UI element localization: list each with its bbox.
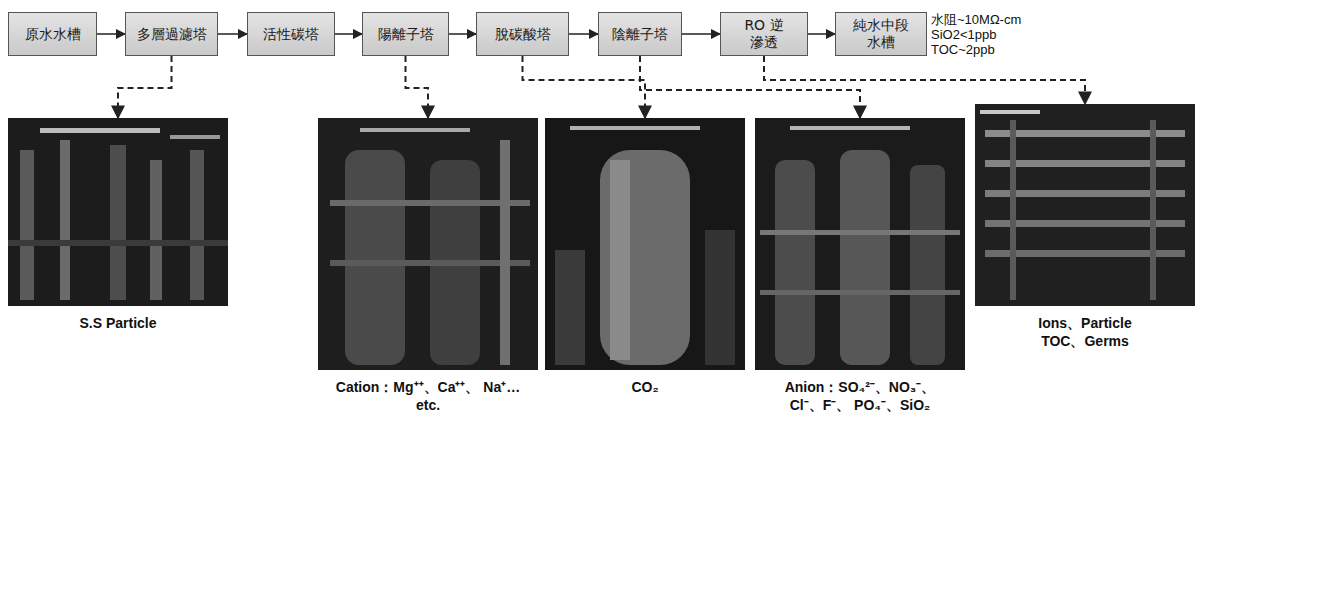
flow-arrow <box>449 33 476 35</box>
photo-ro-unit <box>975 104 1195 306</box>
photo-anion-tower <box>755 118 965 370</box>
process-box: 多層過濾塔 <box>125 12 218 56</box>
spec-note: 水阻~10MΩ-cm <box>931 12 1021 27</box>
box-label: 活性碳塔 <box>263 26 319 43</box>
process-box: RO 逆滲透 <box>720 12 808 56</box>
photo-cation-tower <box>318 118 538 370</box>
box-label: 脫碳酸塔 <box>495 26 551 43</box>
process-box: 陽離子塔 <box>362 12 449 56</box>
dashed-pointer <box>118 56 172 118</box>
photo-filter-tower <box>8 118 228 306</box>
equipment-photo: CO₂ <box>545 118 745 400</box>
spec-note: SiO2<1ppb <box>931 27 996 42</box>
photo-caption: Anion：SO₄²⁻、NO₃⁻、 Cl⁻、F⁻、 PO₄⁻、SiO₂ <box>770 378 950 414</box>
flow-arrow <box>335 33 362 35</box>
flow-arrow <box>218 33 247 35</box>
equipment-photo: Anion：SO₄²⁻、NO₃⁻、 Cl⁻、F⁻、 PO₄⁻、SiO₂ <box>755 118 965 418</box>
photo-decarbonator <box>545 118 745 370</box>
dashed-pointer <box>764 56 1085 104</box>
process-box: 活性碳塔 <box>247 12 335 56</box>
flow-arrow <box>808 33 835 35</box>
process-box: 純水中段 水槽 <box>835 12 927 56</box>
dashed-pointer <box>406 56 429 118</box>
box-label: 多層過濾塔 <box>137 26 207 43</box>
dashed-pointer <box>523 56 646 118</box>
equipment-photo: Cation：Mg⁺⁺、Ca⁺⁺、 Na⁺…etc. <box>318 118 538 418</box>
box-label: RO 逆滲透 <box>739 17 789 51</box>
flow-arrow <box>682 33 720 35</box>
box-label: 陰離子塔 <box>612 26 668 43</box>
box-label: 原水水槽 <box>25 26 81 43</box>
process-box: 陰離子塔 <box>598 12 682 56</box>
process-box: 原水水槽 <box>8 12 97 56</box>
box-label: 陽離子塔 <box>378 26 434 43</box>
spec-note: TOC~2ppb <box>931 42 995 57</box>
box-label: 純水中段 水槽 <box>850 17 912 51</box>
photo-caption: S.S Particle <box>78 314 158 332</box>
flow-arrow <box>569 33 598 35</box>
equipment-photo: Ions、Particle TOC、Germs <box>975 104 1195 354</box>
process-box: 脫碳酸塔 <box>476 12 569 56</box>
equipment-photo: S.S Particle <box>8 118 228 336</box>
photo-caption: Ions、Particle TOC、Germs <box>1015 314 1155 350</box>
dashed-pointer <box>640 56 860 118</box>
photo-caption: Cation：Mg⁺⁺、Ca⁺⁺、 Na⁺…etc. <box>328 378 528 414</box>
photo-caption: CO₂ <box>605 378 685 396</box>
flow-arrow <box>97 33 125 35</box>
